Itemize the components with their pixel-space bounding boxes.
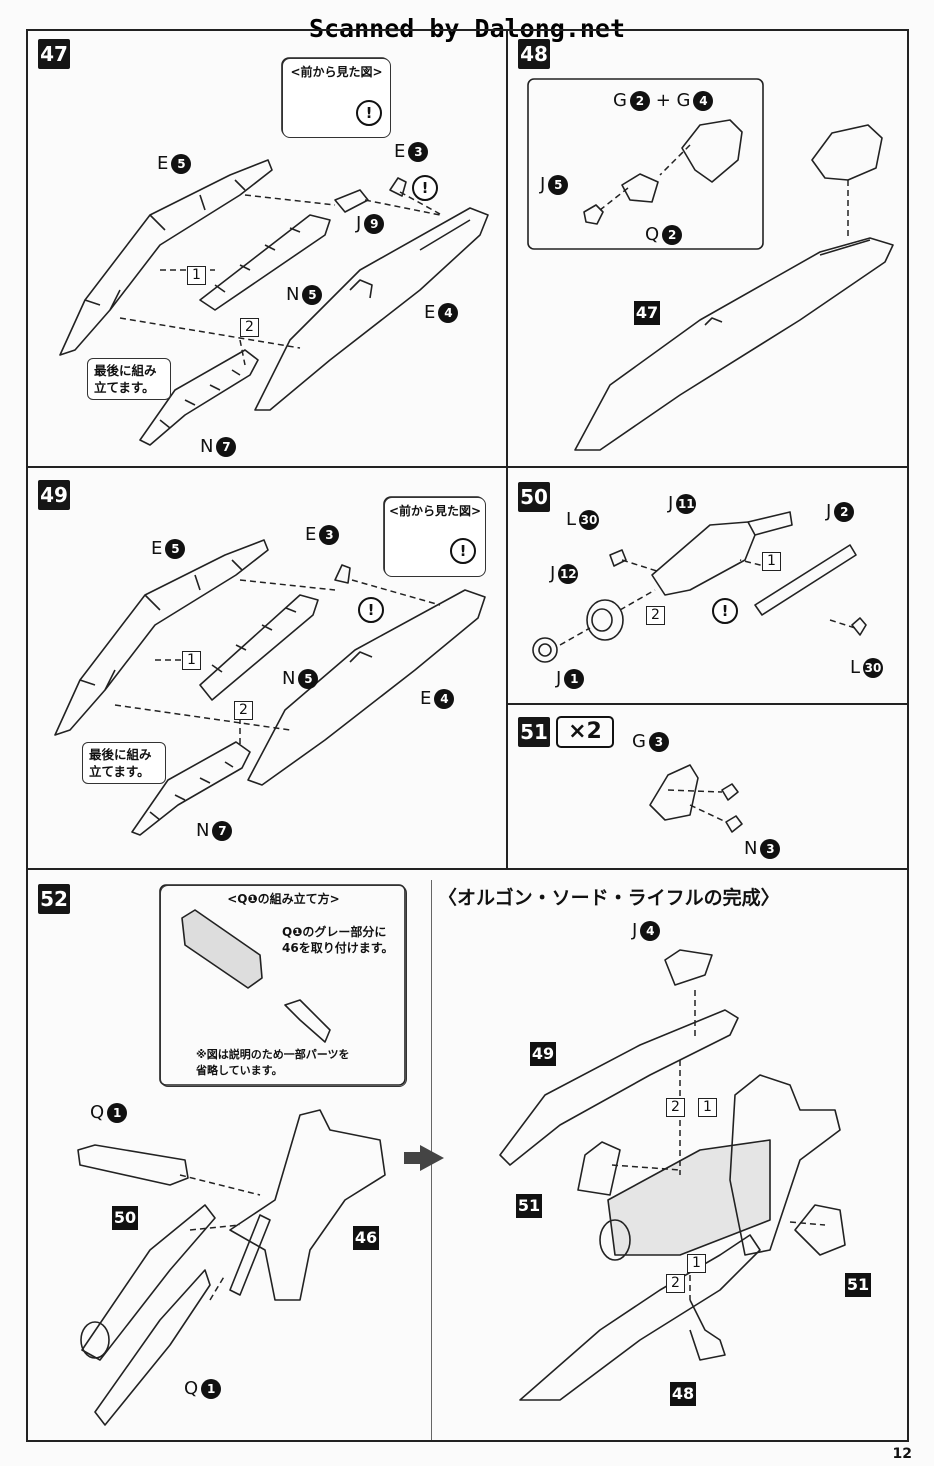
step-ref-tag: 51 (845, 1273, 871, 1297)
order-box: 2 (234, 701, 253, 720)
caution-icon: ! (412, 175, 438, 201)
step-ref-tag: 49 (530, 1042, 556, 1066)
order-box: 2 (666, 1098, 685, 1117)
order-box: 1 (687, 1254, 706, 1273)
step-ref-tag: 46 (353, 1226, 379, 1250)
order-box: 1 (762, 552, 781, 571)
assembly-note: 最後に組み 立てます。 (82, 742, 166, 784)
step-number: 52 (38, 884, 70, 914)
step-ref-tag: 50 (112, 1206, 138, 1230)
caution-icon: ! (358, 597, 384, 623)
step-ref-tag: 51 (516, 1194, 542, 1218)
instruction-frame (26, 29, 909, 1442)
divider (507, 703, 909, 705)
assembly-note: 最後に組み 立てます。 (87, 358, 171, 400)
order-box: 1 (698, 1098, 717, 1117)
step-ref-tag: 48 (670, 1382, 696, 1406)
step-number: 50 (518, 482, 550, 512)
order-box: 2 (646, 606, 665, 625)
front-view-callout: <前から見た図> (384, 497, 486, 577)
callout-title: <前から見た図> (388, 504, 482, 518)
completion-heading: 〈オルゴン・ソード・ライフルの完成〉 (438, 887, 780, 909)
quantity-multiplier: ×2 (556, 716, 614, 748)
callout-note: ※図は説明のため一部パーツを 省略しています。 (196, 1048, 350, 1077)
callout-title: <Q❶の組み立て方> (227, 892, 340, 906)
divider (506, 29, 508, 868)
step-number: 51 (518, 717, 550, 747)
assembly-detail-callout: <Q❶の組み立て方> (160, 885, 407, 1087)
caution-icon: ! (712, 598, 738, 624)
callout-text: Q❶のグレー部分に 46を取り付けます。 (282, 925, 394, 955)
scan-watermark: Scanned by Dalong.net (308, 14, 626, 43)
caution-icon: ! (450, 538, 476, 564)
divider (26, 868, 909, 870)
order-box: 2 (240, 318, 259, 337)
page-number: 12 (892, 1446, 912, 1462)
step-number: 49 (38, 480, 70, 510)
order-box: 1 (182, 651, 201, 670)
step-number: 48 (518, 39, 550, 69)
order-box: 2 (666, 1274, 685, 1293)
front-view-callout: <前から見た図> (282, 58, 391, 138)
step-number: 47 (38, 39, 70, 69)
order-box: 1 (187, 266, 206, 285)
caution-icon: ! (356, 100, 382, 126)
callout-title: <前から見た図> (290, 65, 383, 79)
divider (26, 466, 909, 468)
step-ref-tag: 47 (634, 301, 660, 325)
